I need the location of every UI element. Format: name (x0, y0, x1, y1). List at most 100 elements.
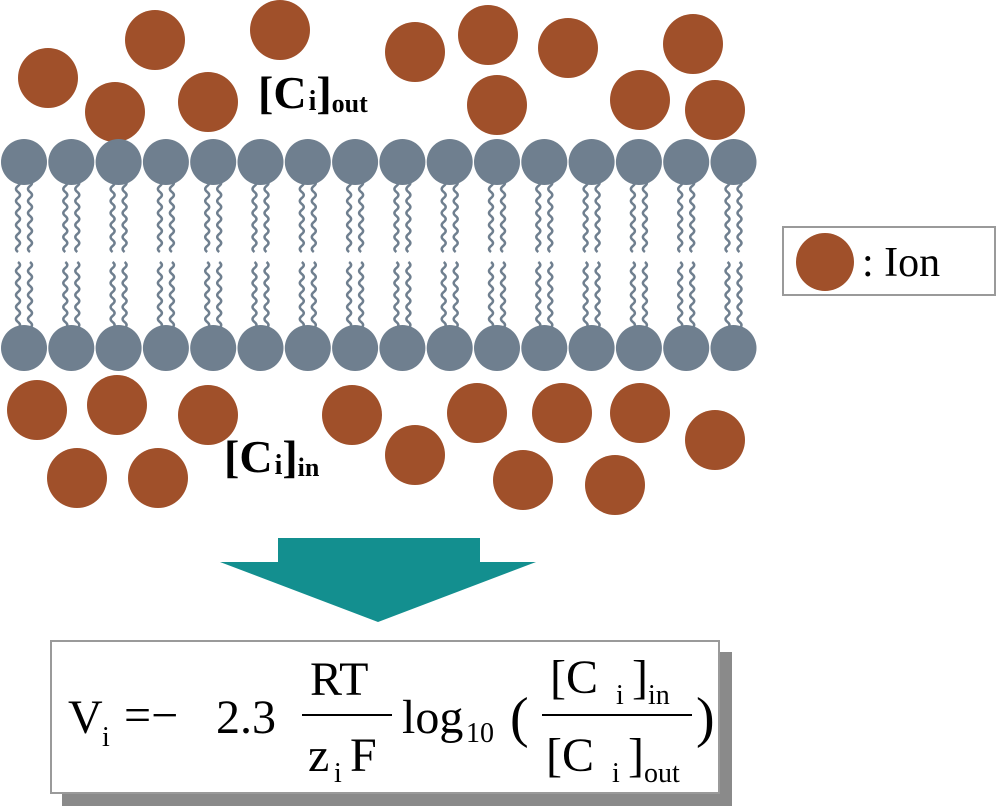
lipid-tail (203, 179, 211, 253)
lipid-tail (251, 261, 258, 335)
ion (47, 448, 107, 508)
ion-legend-icon (796, 233, 854, 291)
legend: : Ion (782, 226, 996, 296)
lipid-tail (452, 261, 459, 335)
ion (322, 385, 382, 445)
formula-denominator-z: z (308, 729, 330, 782)
down-arrow (220, 538, 536, 622)
lipid-tail (393, 261, 400, 335)
lipid-head (568, 139, 615, 185)
lipid-tail (499, 179, 507, 253)
formula-bottom-close: ] (628, 729, 644, 782)
lipid-tail (594, 261, 601, 335)
ion (178, 385, 238, 445)
formula-top-close: ] (632, 651, 648, 704)
lipid-tail (629, 179, 637, 253)
fraction-line-rt (302, 714, 392, 716)
ion (125, 10, 185, 70)
lipid-tail (547, 261, 554, 335)
lipid-head (474, 139, 520, 185)
ion (7, 380, 67, 440)
formula-v-sub: i (102, 722, 110, 753)
lipid-tail (676, 261, 684, 335)
lipid-tail (62, 179, 69, 253)
lipid-head (95, 139, 142, 185)
legend-label: : Ion (862, 240, 941, 286)
lipid-tail (298, 261, 306, 335)
lipid-head (663, 325, 710, 371)
lipid-tail (535, 179, 542, 253)
concentration-in-label: [Ci]in (224, 431, 320, 482)
lipid-head (615, 325, 662, 371)
lipid-head (379, 325, 426, 371)
lipid-head (284, 139, 331, 185)
lipid-head (332, 139, 379, 185)
lipid-heads-bottom (1, 325, 757, 371)
lipid-tail (74, 261, 81, 335)
ion (85, 82, 145, 142)
lipid-tail (263, 179, 270, 253)
lipid-head (95, 325, 142, 371)
lipid-tail (487, 179, 495, 253)
lipid-tail (688, 179, 696, 253)
lipid-tail (535, 261, 542, 335)
lipid-tail (688, 261, 696, 335)
lipid-tail (168, 179, 176, 253)
lipid-tail (121, 179, 128, 253)
lipid-tail (26, 179, 34, 253)
ion (18, 48, 78, 108)
lipid-tail (168, 261, 176, 335)
lipid-tail (310, 179, 318, 253)
lipid-tail (440, 179, 447, 253)
formula-denominator-f: F (350, 729, 377, 782)
lipid-tail (641, 261, 649, 335)
ion (493, 450, 553, 510)
lipid-head (568, 325, 615, 371)
lipid-tail (582, 261, 589, 335)
formula-coefficient: 2.3 (216, 691, 276, 744)
fraction-line-conc (542, 714, 692, 716)
lipid-tail (641, 179, 649, 253)
concentration-out-label: [Ci]out (258, 67, 368, 118)
ion (685, 80, 745, 140)
ion (538, 18, 598, 78)
lipid-head (710, 139, 757, 185)
lipid-head (379, 139, 426, 185)
ions-outside (18, 0, 745, 142)
lipid-tail (14, 179, 22, 253)
lipid-tail (215, 179, 223, 253)
ion (467, 75, 527, 135)
lipid-head (1, 325, 47, 371)
formula-bottom-sub: out (644, 758, 680, 789)
lipid-tail (156, 261, 164, 335)
lipid-head (474, 325, 520, 371)
lipid-head (332, 325, 379, 371)
lipid-tail (215, 261, 223, 335)
lipid-tail (345, 261, 353, 335)
lipid-head (710, 325, 757, 371)
ion (385, 22, 445, 82)
lipid-head (142, 325, 189, 371)
lipid-head (663, 139, 710, 185)
lipid-tails (14, 179, 743, 335)
lipid-tail (582, 179, 589, 253)
lipid-tail (393, 179, 400, 253)
lipid-tail (14, 261, 22, 335)
ion (532, 383, 592, 443)
ions-inside (7, 375, 745, 515)
formula-left-paren: ( (510, 687, 529, 749)
ion (87, 375, 147, 435)
lipid-tail (298, 179, 306, 253)
formula-numerator: RT (310, 653, 369, 706)
lipid-tail (736, 261, 743, 335)
lipid-tail (109, 261, 116, 335)
lipid-tail (74, 179, 81, 253)
lipid-heads-top (1, 139, 757, 185)
ion (178, 72, 238, 132)
lipid-tail (357, 261, 365, 335)
lipid-head (48, 325, 95, 371)
lipid-head (426, 325, 473, 371)
formula-bottom-c: [C (546, 729, 594, 782)
formula-equals-minus: =− (124, 689, 179, 742)
